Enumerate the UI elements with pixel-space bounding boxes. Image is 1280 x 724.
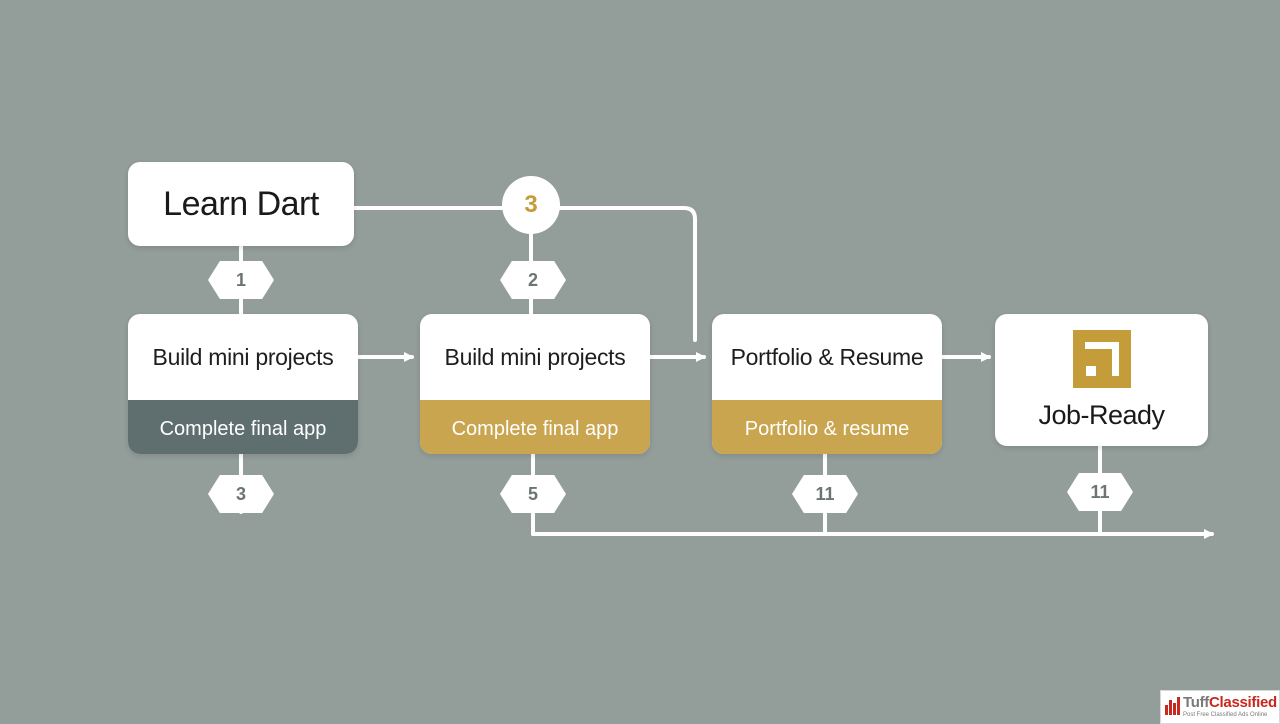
step-hex-badge-2: 2 bbox=[500, 261, 566, 299]
step-hex-badge-11a-label: 11 bbox=[815, 483, 835, 504]
connector-learn-to-portfolio bbox=[352, 206, 697, 342]
watermark-brand-part2: Classified bbox=[1209, 694, 1277, 711]
step-hex-badge-3: 3 bbox=[208, 475, 274, 513]
node-build-projects-1: Build mini projects Complete final app bbox=[128, 314, 358, 454]
step-hex-badge-1: 1 bbox=[208, 261, 274, 299]
step-hex-badge-5-label: 5 bbox=[527, 483, 538, 504]
step-circle-badge: 3 bbox=[502, 176, 560, 234]
node-build-projects-2-subtitle: Complete final app bbox=[420, 400, 650, 454]
node-learn-dart: Learn Dart bbox=[128, 162, 354, 246]
node-portfolio: Portfolio & Resume Portfolio & resume bbox=[712, 314, 942, 454]
step-hex-badge-3-label: 3 bbox=[235, 483, 246, 504]
node-build-projects-1-subtitle: Complete final app bbox=[128, 400, 358, 454]
step-hex-badge-2-label: 2 bbox=[527, 269, 538, 290]
watermark-logo: TuffClassified Post Free Classified Ads … bbox=[1160, 690, 1280, 724]
node-learn-dart-label: Learn Dart bbox=[163, 184, 319, 223]
bar-chart-icon bbox=[1165, 697, 1181, 715]
step-hex-badge-5: 5 bbox=[500, 475, 566, 513]
watermark-brand-part1: Tuff bbox=[1183, 694, 1210, 711]
job-ready-logo-icon bbox=[1072, 329, 1131, 388]
node-job-ready: Job-Ready bbox=[995, 314, 1208, 446]
step-hex-badge-11b-label: 11 bbox=[1090, 481, 1110, 502]
node-build-projects-2: Build mini projects Complete final app bbox=[420, 314, 650, 454]
watermark-brand: TuffClassified bbox=[1183, 694, 1277, 711]
node-build-projects-2-title: Build mini projects bbox=[444, 343, 626, 370]
step-hex-badge-1-label: 1 bbox=[235, 269, 246, 290]
step-hex-badge-11a: 11 bbox=[792, 475, 858, 513]
node-job-ready-label: Job-Ready bbox=[1038, 399, 1165, 430]
node-portfolio-subtitle: Portfolio & resume bbox=[712, 400, 942, 454]
watermark-tagline: Post Free Classified Ads Online bbox=[1183, 712, 1268, 718]
node-build-projects-1-title: Build mini projects bbox=[152, 343, 334, 370]
step-circle-badge-label: 3 bbox=[524, 191, 538, 218]
node-portfolio-title: Portfolio & Resume bbox=[730, 343, 924, 370]
step-hex-badge-11b: 11 bbox=[1067, 473, 1133, 511]
